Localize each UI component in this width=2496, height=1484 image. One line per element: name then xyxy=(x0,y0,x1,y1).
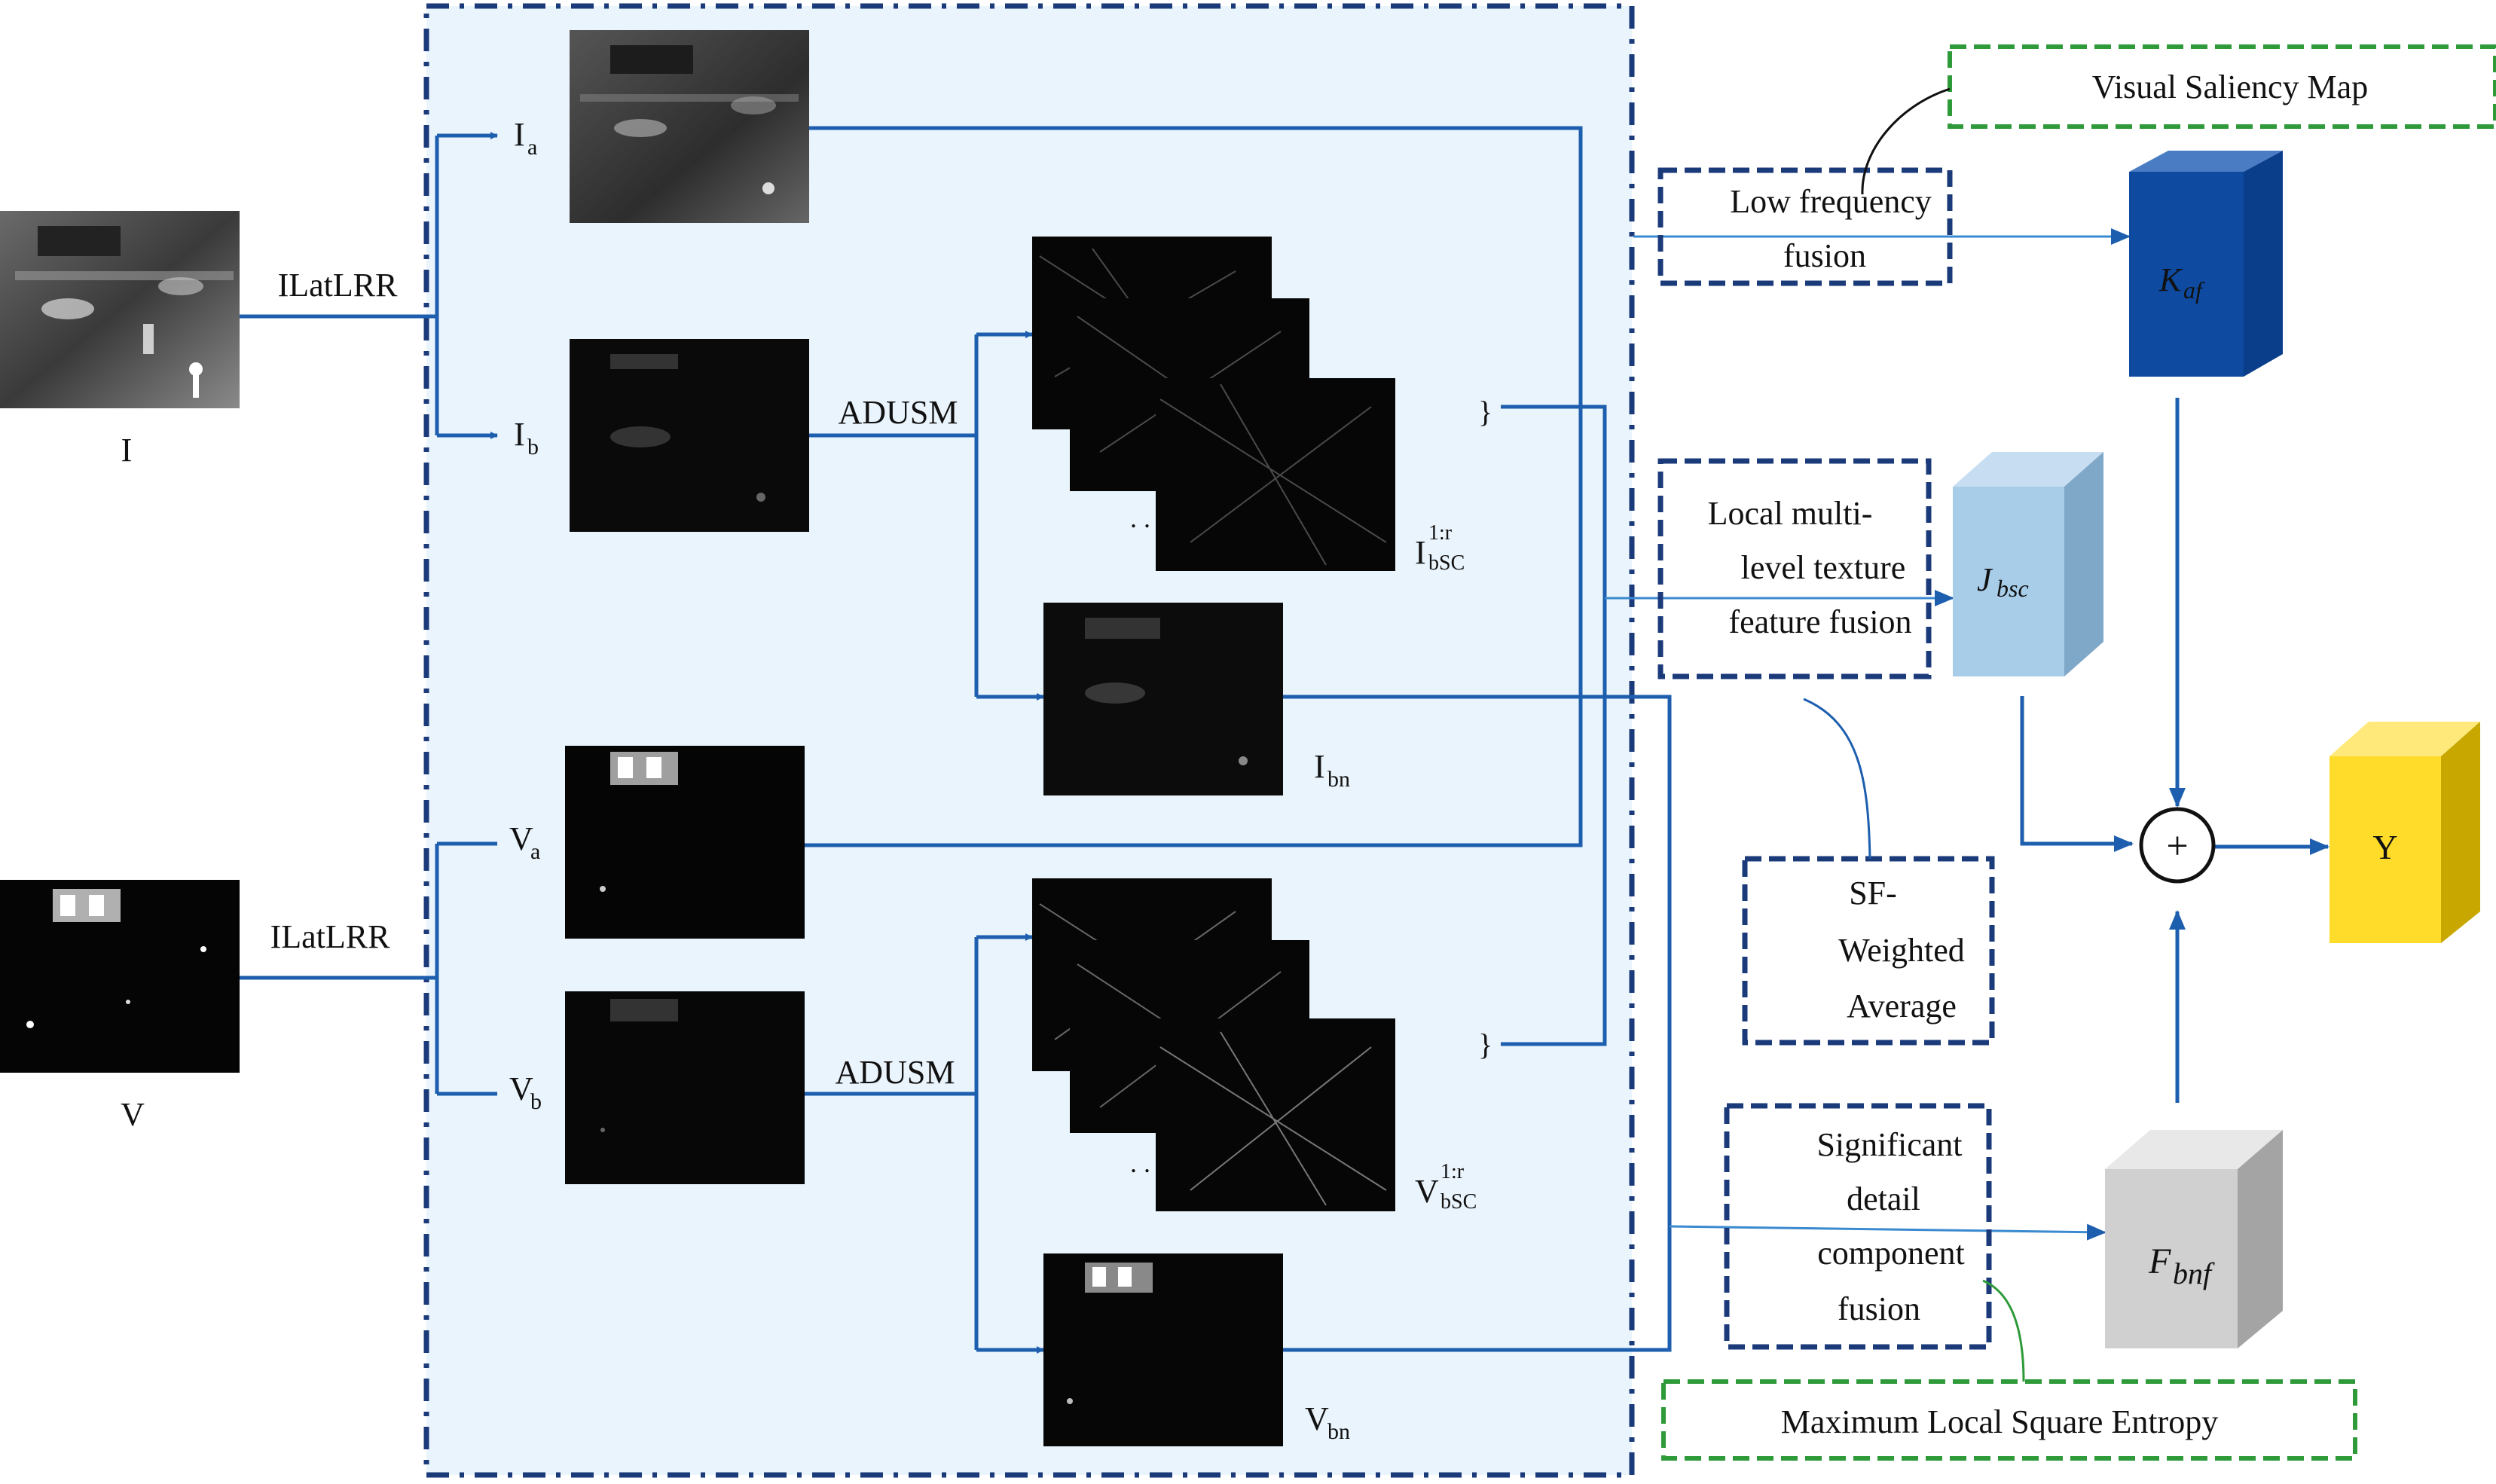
svg-text:bn: bn xyxy=(1327,1419,1350,1444)
sf-weighted-line1: SF- xyxy=(1849,875,1897,911)
route-bn-detail xyxy=(1283,695,1672,1352)
svg-text:a: a xyxy=(527,135,537,160)
adusm-connector-bottom xyxy=(805,937,979,1350)
svg-text:V: V xyxy=(1305,1400,1329,1437)
significant-detail-line1: Significant xyxy=(1816,1126,1962,1163)
Ibn-label: I bn xyxy=(1314,748,1350,792)
visible-input-image xyxy=(0,880,240,1073)
svg-text:I: I xyxy=(1314,748,1325,785)
callout-saliency xyxy=(1861,87,1951,195)
svg-text:1:r: 1:r xyxy=(1428,521,1453,545)
sum-symbol: + xyxy=(2166,825,2188,868)
visual-saliency-map-text: Visual Saliency Map xyxy=(2092,69,2368,105)
infrared-input-image xyxy=(0,211,240,408)
svg-text:bSC: bSC xyxy=(1440,1190,1477,1214)
ilatlrr-label-bottom: ILatLRR xyxy=(270,918,391,955)
svg-text:V: V xyxy=(1415,1173,1439,1210)
sum-node xyxy=(2139,807,2216,884)
route-Ia-Va-low xyxy=(805,126,1583,847)
svg-text:K: K xyxy=(2158,261,2183,298)
Vbn-image xyxy=(1043,1253,1283,1446)
Vb-image xyxy=(565,991,805,1184)
local-texture-fusion-line3: feature fusion xyxy=(1728,603,1911,640)
svg-text:b: b xyxy=(530,1089,542,1114)
infrared-input-label: I xyxy=(121,432,133,469)
svg-text:bn: bn xyxy=(1327,767,1350,792)
local-texture-fusion-line2: level texture xyxy=(1741,549,1906,586)
visible-input-label: V xyxy=(121,1096,145,1133)
svg-text:b: b xyxy=(527,435,539,460)
VbSC-image-stack: . . xyxy=(1032,878,1395,1211)
svg-text:V: V xyxy=(509,1070,533,1107)
arrow-Jbsc-to-sum xyxy=(2020,696,2134,852)
Ibn-image xyxy=(1043,603,1283,795)
Y-label: Y xyxy=(2372,828,2397,866)
sf-weighted-average-box xyxy=(1742,856,1995,1046)
sf-weighted-line2: Weighted xyxy=(1838,932,1965,969)
callout-sf-weighted xyxy=(1803,698,1871,860)
Ia-label: I a xyxy=(514,116,537,160)
svg-text:J: J xyxy=(1977,561,1993,598)
low-frequency-fusion-box xyxy=(1657,167,1953,286)
max-local-square-entropy-text: Maximum Local Square Entropy xyxy=(1781,1403,2218,1440)
ilatlrr-connector-top xyxy=(240,136,439,435)
IbSC-label: I 1:r bSC xyxy=(1415,521,1465,575)
svg-text:bnf: bnf xyxy=(2173,1257,2215,1290)
svg-text:F: F xyxy=(2148,1241,2171,1281)
IbSC-image-stack: . . xyxy=(1032,237,1395,571)
svg-text:a: a xyxy=(530,839,540,864)
svg-text:I: I xyxy=(514,116,525,153)
route-bSC-texture xyxy=(1501,405,1607,1046)
Vbn-label: V bn xyxy=(1305,1400,1350,1444)
processing-panel xyxy=(426,6,1632,1475)
Ib-label: I b xyxy=(514,416,539,460)
svg-text:V: V xyxy=(509,820,533,857)
local-texture-fusion-box xyxy=(1657,458,1932,679)
svg-text:. .: . . xyxy=(1130,1148,1150,1178)
svg-text:I: I xyxy=(1415,534,1426,571)
callout-entropy xyxy=(1982,1279,2025,1382)
Va-label: V a xyxy=(509,820,540,864)
svg-text:. .: . . xyxy=(1130,503,1150,533)
VbSC-brace: } xyxy=(1478,1028,1492,1061)
adusm-label-top: ADUSM xyxy=(839,394,958,431)
IbSC-brace: } xyxy=(1478,395,1492,429)
ilatlrr-connector-bottom xyxy=(240,844,439,1094)
Ia-image xyxy=(570,30,809,223)
ilatlrr-label-top: ILatLRR xyxy=(278,267,399,304)
svg-text:I: I xyxy=(514,416,525,453)
significant-detail-line2: detail xyxy=(1847,1180,1920,1217)
processing-frame xyxy=(423,3,1635,1478)
svg-text:af: af xyxy=(2183,276,2205,304)
svg-text:1:r: 1:r xyxy=(1440,1160,1465,1183)
Fbnf-label: F bnf xyxy=(2148,1241,2215,1290)
local-texture-fusion-line1: Local multi- xyxy=(1708,495,1873,532)
Vb-label: V b xyxy=(509,1070,542,1114)
adusm-connector-top xyxy=(809,334,979,697)
Va-image xyxy=(565,746,805,939)
VbSC-label: V 1:r bSC xyxy=(1415,1160,1477,1214)
Y-cube xyxy=(2329,722,2480,943)
low-frequency-fusion-line2: fusion xyxy=(1783,237,1866,274)
significant-detail-fusion-box xyxy=(1724,1103,1992,1350)
sf-weighted-line3: Average xyxy=(1847,988,1957,1024)
significant-detail-line4: fusion xyxy=(1838,1290,1920,1327)
adusm-label-bottom: ADUSM xyxy=(836,1054,955,1091)
Kaf-cube xyxy=(2129,151,2283,377)
Ib-image xyxy=(570,339,809,532)
low-frequency-fusion-line1: Low frequency xyxy=(1730,183,1932,220)
Kaf-label: K af xyxy=(2158,261,2205,304)
arrow-detail-to-Fbnf xyxy=(1669,1223,2106,1241)
Jbsc-label: J bsc xyxy=(1977,561,2029,602)
Fbnf-cube xyxy=(2105,1130,2283,1348)
svg-text:bsc: bsc xyxy=(1996,575,2029,602)
visual-saliency-map-box xyxy=(1948,44,2496,129)
Jbsc-cube xyxy=(1953,452,2103,676)
svg-text:bSC: bSC xyxy=(1428,551,1465,575)
significant-detail-line3: component xyxy=(1817,1235,1965,1272)
max-local-square-entropy-box xyxy=(1661,1379,2357,1461)
